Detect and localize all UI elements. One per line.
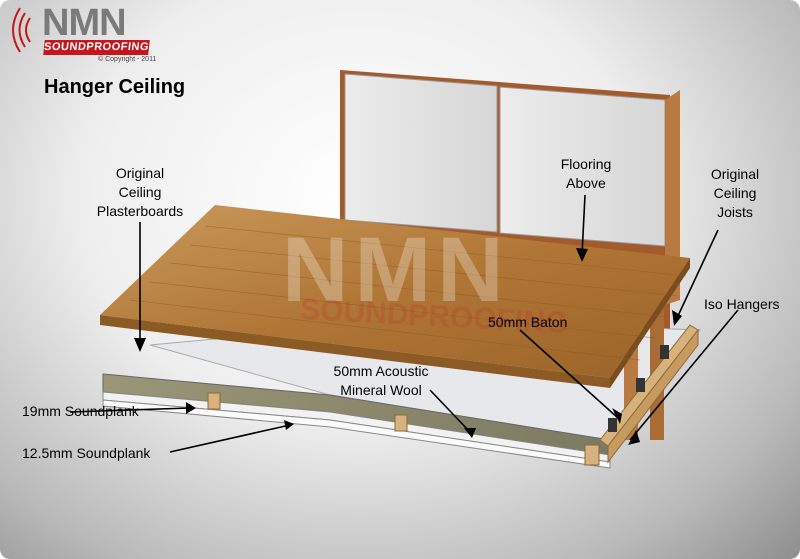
label-line: Flooring [548,155,624,174]
label-soundplank-19: 19mm Soundplank [22,402,139,421]
label-soundplank-125: 12.5mm Soundplank [22,444,150,463]
label-original-joists: Original Ceiling Joists [700,165,770,222]
label-baton: 50mm Baton [488,313,567,332]
label-line: Joists [700,203,770,222]
label-line: Original [88,164,192,183]
label-flooring-above: Flooring Above [548,155,624,193]
logo-band: SOUNDPROOFING [43,40,150,55]
logo-wordmark: NMN [42,2,126,45]
label-mineral-wool: 50mm Acoustic Mineral Wool [322,362,440,400]
label-line: Ceiling [88,183,192,202]
label-line: Mineral Wool [322,381,440,400]
label-line: Above [548,174,624,193]
logo-sound-waves [13,8,30,52]
label-line: 50mm Acoustic [322,362,440,381]
page-title: Hanger Ceiling [44,76,185,99]
label-original-plasterboards: Original Ceiling Plasterboards [88,164,192,221]
label-line: Ceiling [700,184,770,203]
label-line: Plasterboards [88,202,192,221]
label-line: Original [700,165,770,184]
logo-copyright: © Copyright - 2011 [98,56,156,63]
label-iso-hangers: Iso Hangers [704,295,779,314]
